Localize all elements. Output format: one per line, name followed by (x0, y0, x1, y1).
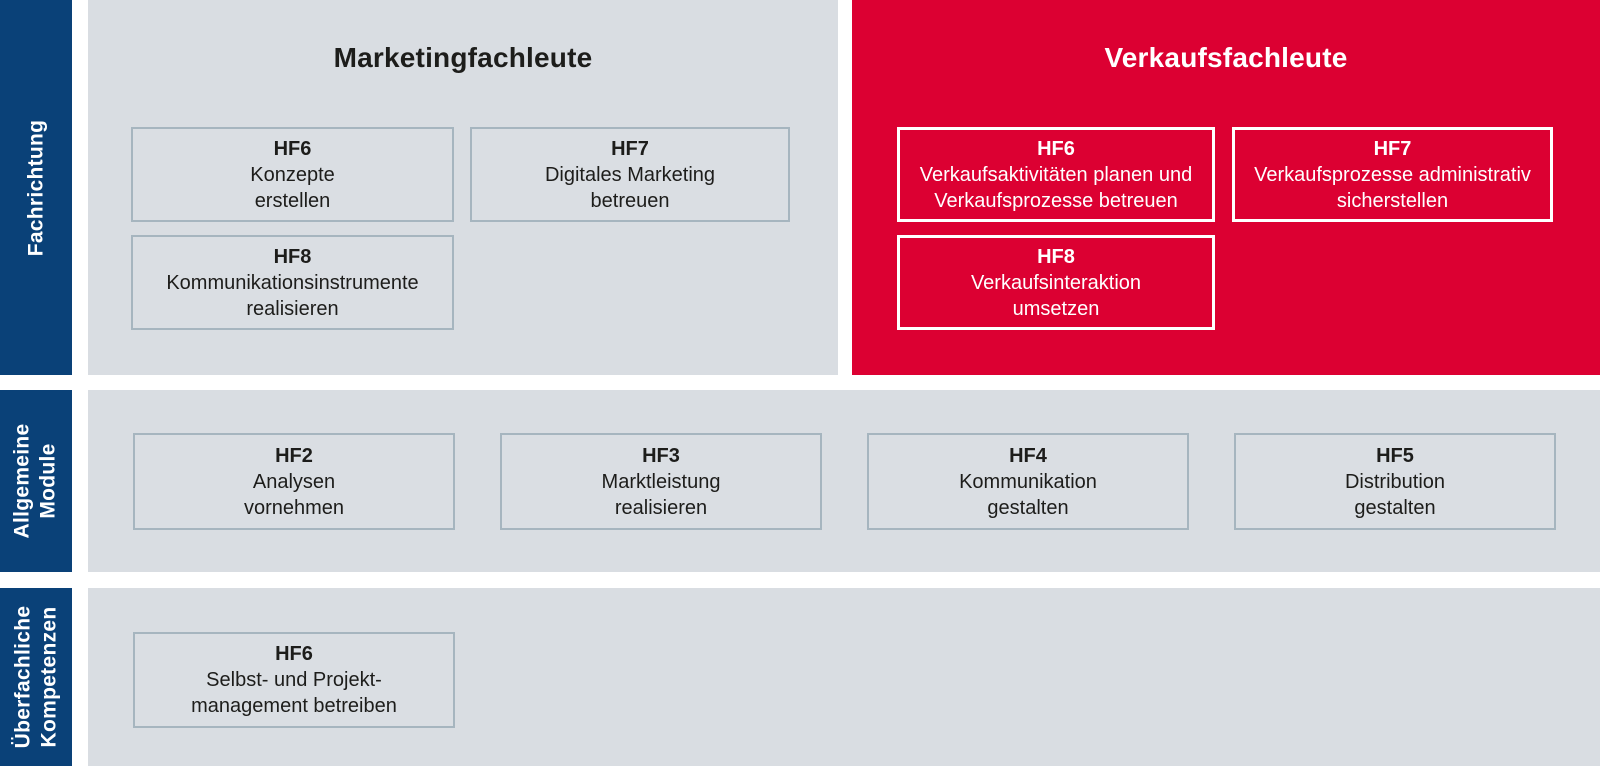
panel-title-verkaufsfachleute: Verkaufsfachleute (1104, 42, 1348, 73)
module-line: vornehmen (243, 496, 345, 519)
module-line: realisieren (614, 496, 708, 519)
module-code: HF4 (1009, 444, 1047, 467)
module-code: HF2 (275, 444, 313, 467)
sidebar-label-ueberfachliche-kompetenzen: Überfachliche Kompetenzen (11, 605, 60, 749)
module-line: Verkaufsprozesse betreuen (934, 189, 1178, 212)
module-marketing-hf7: HF7 Digitales Marketing betreuen (470, 127, 790, 222)
module-code: HF7 (1373, 137, 1412, 160)
module-allgemein-hf3: HF3 Marktleistung realisieren (500, 433, 822, 530)
module-code: HF7 (611, 137, 649, 160)
module-line: realisieren (246, 297, 339, 320)
module-line: Digitales Marketing (544, 163, 716, 186)
module-code: HF5 (1376, 444, 1414, 467)
module-line: Selbst- und Projekt- (206, 669, 382, 691)
module-code: HF6 (275, 643, 313, 665)
module-code: HF6 (1037, 137, 1075, 160)
module-allgemein-hf2: HF2 Analysen vornehmen (133, 433, 455, 530)
module-verkauf-hf6: HF6 Verkaufsaktivitäten planen und Verka… (897, 127, 1215, 222)
module-line: Verkaufsinteraktion (970, 271, 1142, 294)
module-code: HF3 (642, 444, 680, 467)
module-line: sicherstellen (1336, 189, 1449, 212)
module-line: Verkaufsaktivitäten planen und (919, 163, 1193, 186)
sidebar-row-ueberfachliche-kompetenzen: Überfachliche Kompetenzen (0, 588, 72, 766)
module-verkauf-hf7: HF7 Verkaufsprozesse administrativ siche… (1232, 127, 1553, 222)
module-marketing-hf6: HF6 Konzepte erstellen (131, 127, 454, 222)
module-ueberfachlich-hf6: HF6 Selbst- und Projekt- management betr… (133, 632, 455, 728)
sidebar-label-fachrichtung: Fachrichtung (24, 119, 48, 256)
panel-title-marketingfachleute: Marketingfachleute (333, 42, 593, 73)
panel-verkaufsfachleute: Verkaufsfachleute (852, 0, 1600, 375)
sidebar-row-fachrichtung: Fachrichtung (0, 0, 72, 375)
module-line: gestalten (987, 496, 1069, 519)
module-line: Konzepte (250, 163, 335, 186)
module-line: betreuen (590, 189, 670, 212)
module-line: Analysen (252, 470, 336, 493)
module-line: Kommunikationsinstrumente (166, 271, 419, 294)
module-line: Kommunikation (959, 470, 1097, 493)
module-line: gestalten (1354, 496, 1436, 519)
module-line: erstellen (254, 189, 331, 212)
module-code: HF6 (273, 137, 312, 160)
module-code: HF8 (1037, 245, 1075, 268)
module-line: Distribution (1344, 470, 1446, 493)
module-marketing-hf8: HF8 Kommunikationsinstrumente realisiere… (131, 235, 454, 330)
module-verkauf-hf8: HF8 Verkaufsinteraktion umsetzen (897, 235, 1215, 330)
module-line: umsetzen (1012, 297, 1100, 320)
sidebar-label-allgemeine-module: Allgemeine Module (11, 423, 61, 539)
module-allgemein-hf5: HF5 Distribution gestalten (1234, 433, 1556, 530)
module-line: management betreiben (191, 695, 397, 717)
module-line: Verkaufsprozesse administrativ (1254, 163, 1531, 186)
module-code: HF8 (273, 245, 312, 268)
module-allgemein-hf4: HF4 Kommunikation gestalten (867, 433, 1189, 530)
sidebar-row-allgemeine-module: Allgemeine Module (0, 390, 72, 572)
module-line: Marktleistung (601, 470, 721, 493)
